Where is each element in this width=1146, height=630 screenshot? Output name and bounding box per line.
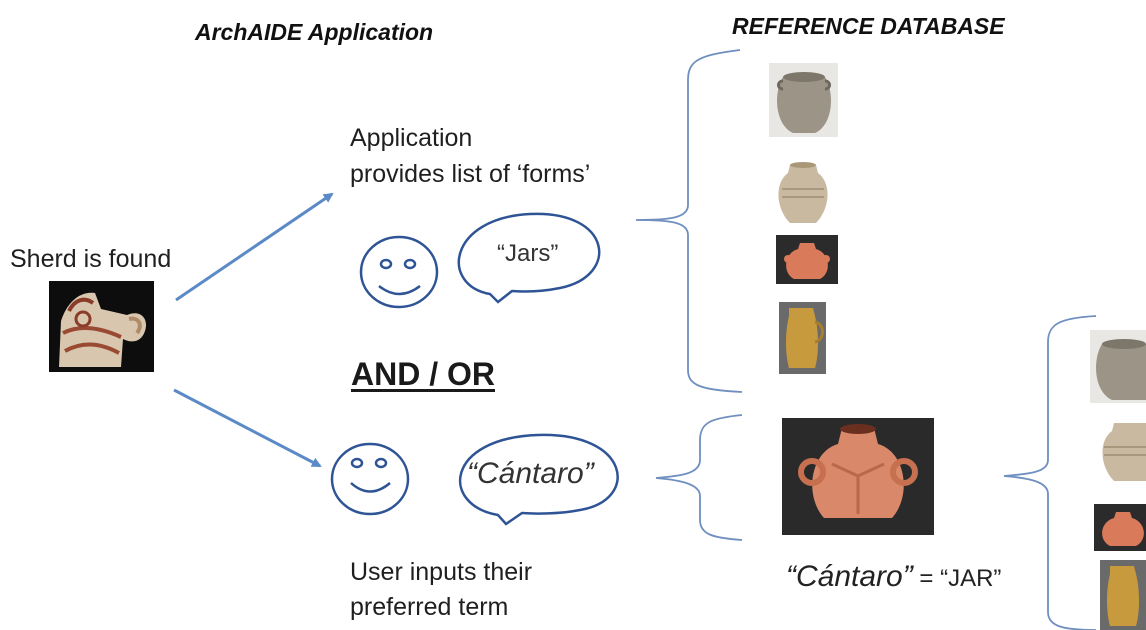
cantaro-bubble-text: “Cántaro” [467, 457, 594, 490]
arrow-to-application-icon [175, 192, 334, 302]
sherd-image [49, 281, 154, 372]
reference-pot-yellow-jar-2 [1100, 560, 1146, 630]
and-or-label: AND / OR [351, 356, 495, 392]
arrow-to-user-icon [173, 388, 322, 468]
equivalence-rest: = “JAR” [912, 565, 1002, 592]
user-input-line-2: preferred term [350, 593, 509, 621]
application-header: ArchAIDE Application [195, 19, 434, 45]
bracket-icon [1003, 315, 1097, 630]
reference-pot-orange-jar-2 [1094, 504, 1146, 551]
reference-pot-grey-jar-2 [1090, 330, 1146, 403]
sherd-label: Sherd is found [10, 245, 172, 273]
bracket-icon [635, 49, 743, 393]
application-line-1: Application [350, 124, 473, 152]
term-equivalence: “Cántaro” = “JAR” [786, 560, 1001, 594]
speech-bubble-icon [457, 212, 601, 304]
reference-database-header: REFERENCE DATABASE [732, 13, 1005, 39]
smiley-face-icon [359, 235, 439, 309]
equivalence-term: “Cántaro” [786, 560, 913, 593]
application-line-2: provides list of ‘forms’ [350, 160, 591, 188]
reference-pot-yellow-jar [779, 302, 826, 374]
user-input-line-1: User inputs their [350, 558, 533, 586]
smiley-face-icon [330, 442, 410, 516]
cantaro-pot-image [782, 418, 934, 535]
reference-pot-orange-jar [776, 235, 838, 284]
speech-bubble-icon [458, 433, 619, 526]
reference-pot-beige-jar [772, 157, 834, 229]
bracket-icon [655, 414, 743, 541]
reference-pot-beige-jar-2 [1096, 415, 1146, 487]
reference-pot-grey-jar [769, 63, 838, 137]
jars-bubble-text: “Jars” [497, 240, 559, 267]
